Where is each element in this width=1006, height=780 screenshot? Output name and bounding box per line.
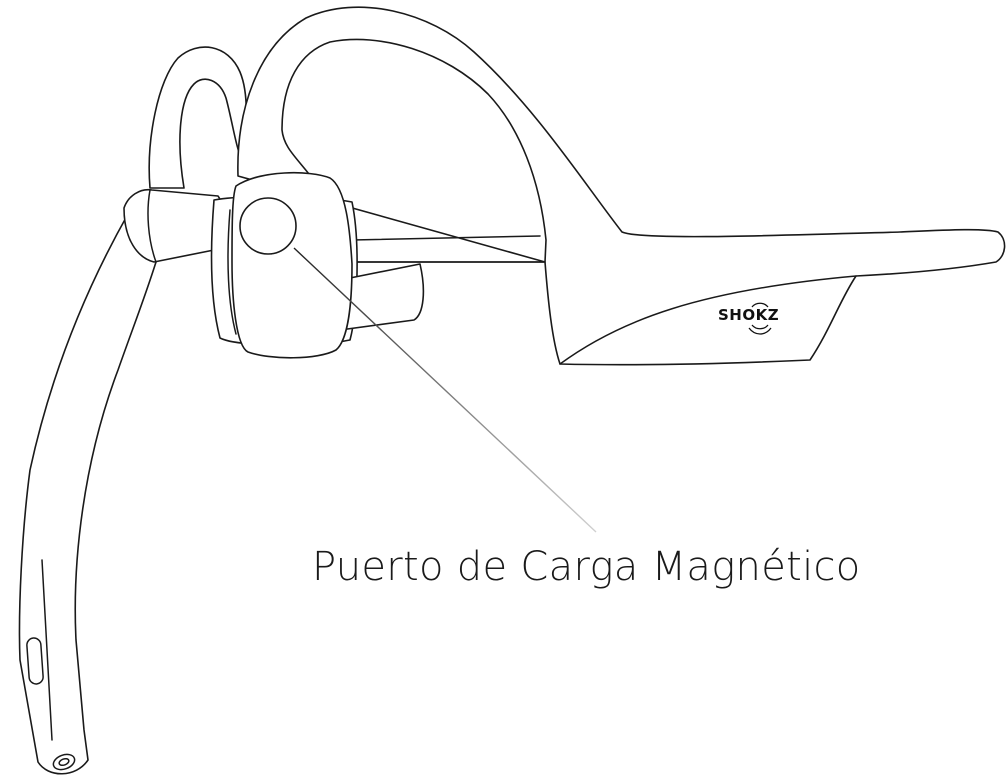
logo-arc-top — [751, 302, 769, 308]
microphone-tip — [52, 753, 76, 771]
rear-ear-hook — [148, 46, 248, 189]
front-ear-pad-inner — [227, 209, 237, 335]
microphone-boom-button — [26, 637, 44, 685]
microphone-boom-edge — [41, 559, 53, 741]
magnetic-charging-port — [239, 197, 297, 255]
transducer-wedge — [339, 263, 425, 331]
battery-housing-edge — [559, 275, 857, 365]
callout-label-magnetic-charging-port: Puerto de Carga Magnético — [312, 544, 861, 590]
neckband-seam-upper — [351, 235, 541, 241]
microphone-tip-inner — [58, 757, 70, 767]
rear-hinge-seam — [147, 189, 157, 263]
logo-arc-bottom-1 — [751, 324, 769, 330]
callout-leader-line — [293, 247, 597, 533]
neckband — [237, 6, 1006, 366]
brand-logo: SHOKZ — [718, 306, 780, 324]
microphone-boom — [18, 213, 157, 775]
logo-arc-bottom-2 — [748, 327, 772, 335]
rear-hinge-joint — [123, 188, 224, 263]
transducer-body — [231, 172, 353, 359]
